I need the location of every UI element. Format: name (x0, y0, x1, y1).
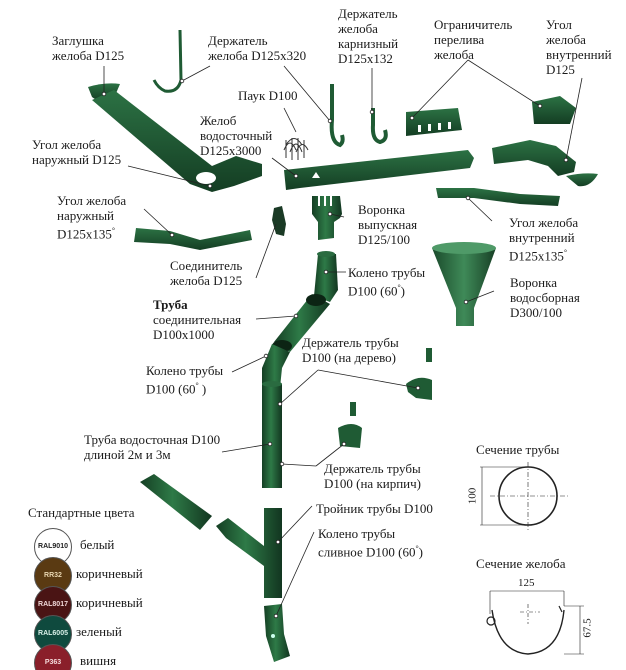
outer-corner-135-part (134, 228, 252, 250)
outlet-funnel-part (312, 196, 342, 240)
color-name: зеленый (76, 624, 122, 639)
gutter-section-title: Сечение желоба (476, 556, 566, 571)
pipe-section-title: Сечение трубы (476, 442, 560, 457)
holder-d125x320-long (329, 84, 345, 148)
color-code: RAL9010 (38, 543, 68, 550)
label-pipe-tee: Тройник трубы D100 (316, 501, 433, 516)
pipe-elbow-mid-part (262, 344, 290, 388)
standard-colors-title: Стандартные цвета (28, 505, 135, 520)
color-name: вишня (80, 653, 117, 668)
pipe-diameter-dimension: 100 (466, 487, 479, 505)
label-pipe-elbow-top: Колено трубы D100 (60°) (348, 265, 426, 299)
spider-part (283, 138, 309, 160)
pipe-section-drawing (480, 462, 568, 532)
pipe-tee-part (216, 508, 282, 598)
holder-brick-plate (350, 402, 356, 416)
holder-wood-plate (426, 348, 432, 362)
gutter-bracket-part (152, 29, 183, 93)
gutter-section-drawing (486, 590, 584, 655)
color-code: RAL6005 (38, 630, 68, 637)
collector-funnel-part (432, 244, 496, 326)
side-pipe-part (140, 474, 212, 530)
label-spider: Паук D100 (238, 88, 298, 103)
color-swatch: P363 (34, 644, 72, 670)
color-code: P363 (44, 659, 62, 666)
gutter-width-dimension: 125 (518, 577, 535, 589)
overflow-limiter-corner-part (532, 96, 576, 124)
gutter-part (284, 150, 474, 190)
leader-lines (103, 59, 583, 617)
inner-corner-135-part (436, 188, 560, 206)
color-name: коричневый (76, 566, 143, 581)
pipe-holder-brick-part (338, 424, 362, 448)
outer-corner-gutter-part (92, 90, 262, 192)
color-name: коричневый (76, 595, 143, 610)
downpipe-part (262, 384, 282, 488)
label-drain-elbow: Колено трубы сливное D100 (60°) (318, 526, 424, 560)
overflow-limiter-part (406, 108, 462, 136)
gutter-depth-dimension: 67.5 (581, 618, 594, 638)
pipe-elbow-top-part (314, 254, 338, 302)
color-name: белый (80, 537, 115, 552)
drain-elbow-part (264, 604, 290, 662)
connecting-pipe-part (274, 294, 330, 352)
end-cap-right-part (566, 173, 598, 187)
fascia-bracket-part (370, 108, 388, 145)
gutter-connector-part (272, 206, 286, 236)
color-code: RAL8017 (38, 601, 68, 608)
color-code: RR32 (44, 572, 62, 579)
leader-dots (101, 78, 569, 619)
label-pipe-elbow-mid: Колено трубы D100 (60° ) (146, 363, 224, 397)
inner-corner-part (492, 140, 576, 176)
